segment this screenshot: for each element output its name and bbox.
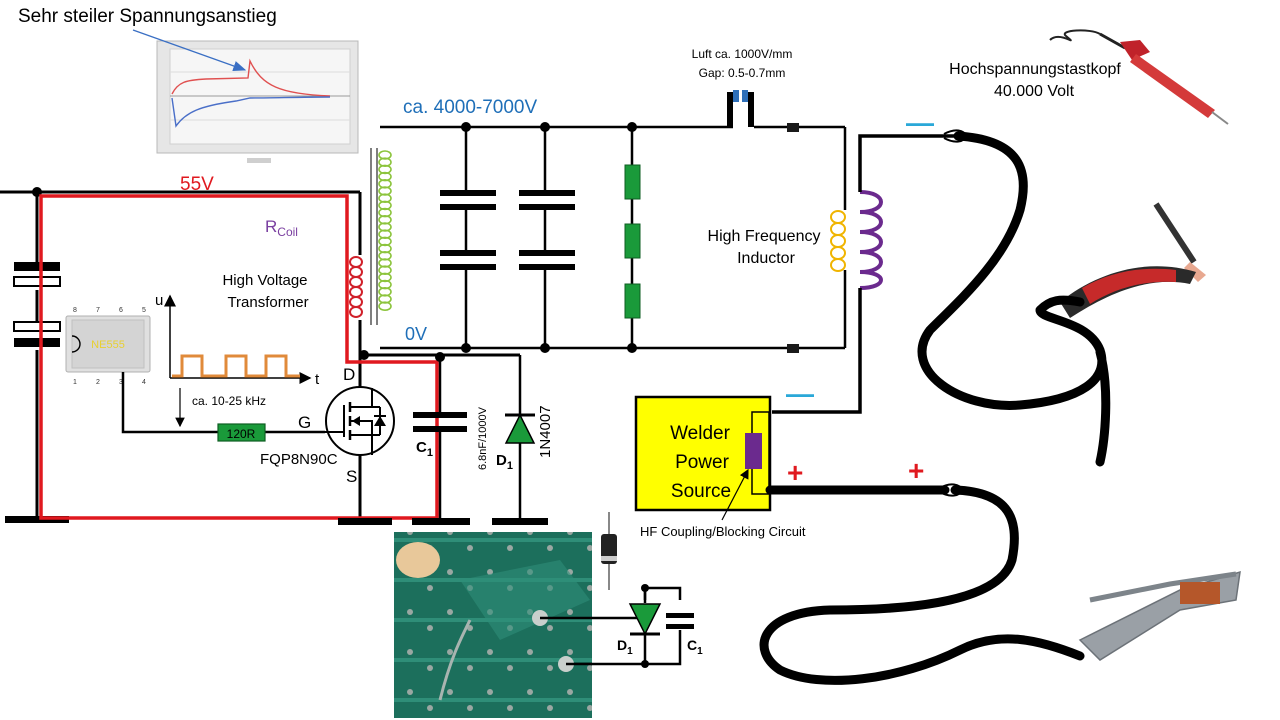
hf-inductor-label-1: High Frequency	[708, 228, 821, 245]
ground-left	[5, 516, 69, 523]
source-label: S	[346, 467, 357, 486]
spark-gap	[727, 90, 754, 127]
probe-label-2: 40.000 Volt	[994, 83, 1075, 100]
hf-output-wire	[772, 134, 955, 414]
gate-label: G	[298, 413, 311, 432]
diode-component-image	[601, 512, 617, 590]
axis-t-label: t	[315, 371, 320, 388]
coupling-arrow	[721, 468, 749, 521]
primary-coil	[349, 256, 363, 318]
plus-clamp: +	[908, 455, 924, 486]
mosfet	[325, 386, 395, 456]
transformer-label-2: Transformer	[227, 294, 308, 311]
torch-cable-detail	[943, 129, 968, 143]
air-gap-label-2: Gap: 0.5-0.7mm	[699, 66, 786, 80]
bleeder-resistors	[624, 164, 641, 319]
chip-pin-labels: 8 7 6 5 1 2 3 4	[73, 307, 146, 386]
zero-volt-label: 0V	[405, 324, 427, 344]
chip-label: NE555	[91, 339, 125, 351]
coupling-element	[745, 433, 762, 469]
secondary-coil-turn	[378, 279, 392, 290]
hv-probe-image	[1049, 29, 1229, 125]
gate-resistor	[217, 423, 266, 442]
transformer-label-1: High Voltage	[222, 272, 307, 289]
resistor-label: 120R	[227, 427, 256, 441]
clamp-cable	[759, 485, 1085, 685]
diode-part-label: 1N4007	[537, 405, 554, 458]
snubber-diode	[504, 355, 536, 520]
secondary-coil-turn	[378, 265, 392, 276]
pin-label: 7	[96, 307, 100, 314]
gate-drive-wire	[121, 372, 325, 434]
ground-mosfet	[338, 518, 392, 525]
hf-inductor-purple	[859, 190, 883, 290]
inset-capacitor	[666, 613, 694, 629]
axis-u-label: u	[155, 292, 163, 309]
plus-welder: +	[787, 457, 803, 488]
pin-label: 8	[73, 307, 77, 314]
junction-drain	[359, 350, 369, 360]
frequency-label: ca. 10-25 kHz	[192, 394, 266, 408]
red-current-loop	[39, 194, 439, 520]
minus-welder: —	[786, 378, 814, 409]
supply-capacitor	[13, 262, 61, 347]
hf-inductor-yellow	[830, 210, 846, 272]
pin-label: 3	[119, 379, 123, 386]
wire-ferrite-top	[787, 123, 799, 132]
pin-label: 5	[142, 307, 146, 314]
pcb-photo	[394, 532, 592, 718]
probe-label-1: Hochspannungstastkopf	[949, 61, 1121, 78]
mosfet-part-label: FQP8N90C	[260, 451, 338, 468]
snubber-capacitor	[413, 357, 467, 520]
welder-label-1: Welder	[670, 423, 731, 444]
minus-torch: —	[906, 107, 934, 138]
pin-label: 6	[119, 307, 123, 314]
welder-label-3: Source	[671, 481, 731, 502]
inset-junction-top	[641, 584, 649, 592]
ne555-chip	[65, 315, 151, 373]
hv-wiring	[380, 125, 847, 350]
secondary-coil	[378, 150, 392, 312]
drain-label: D	[343, 365, 355, 384]
hv-range-label: ca. 4000-7000V	[403, 97, 537, 118]
hv-capacitors	[440, 190, 575, 270]
inset-diode	[628, 603, 662, 636]
welding-torch-image	[1060, 202, 1206, 318]
oscilloscope-screenshot	[156, 40, 359, 163]
inset-junction-bottom	[641, 660, 649, 668]
inset-diode-label: D1	[617, 637, 633, 657]
clamp-cable-detail	[939, 483, 964, 497]
diode-label: D1	[496, 452, 513, 472]
voltage-rise-label: Sehr steiler Spannungsanstieg	[18, 6, 277, 27]
inset-capacitor-label: C1	[687, 637, 703, 657]
pin-label: 1	[73, 379, 77, 386]
air-gap-label-1: Luft ca. 1000V/mm	[692, 47, 793, 61]
secondary-coil-turn	[378, 301, 392, 312]
coupling-label: HF Coupling/Blocking Circuit	[640, 524, 806, 539]
wire-ferrite-bottom	[787, 344, 799, 353]
welder-label-2: Power	[675, 452, 730, 473]
supply-voltage-label: 55V	[180, 174, 214, 195]
ground-capacitor	[412, 518, 470, 525]
pulse-graph	[164, 294, 312, 384]
capacitor-value-label: 6.8nF/1000V	[477, 406, 489, 470]
voltage-rise-arrow	[132, 29, 247, 71]
capacitor-label: C1	[416, 439, 433, 459]
pin-label: 4	[142, 379, 146, 386]
coil-resistance-label: RCoil	[265, 217, 298, 239]
torch-cable	[917, 131, 1111, 467]
pin-label: 2	[96, 379, 100, 386]
hv-junctions	[461, 122, 637, 353]
hf-inductor-label-2: Inductor	[737, 250, 795, 267]
ground-clamp-image	[1078, 570, 1241, 661]
ground-diode	[492, 518, 548, 525]
